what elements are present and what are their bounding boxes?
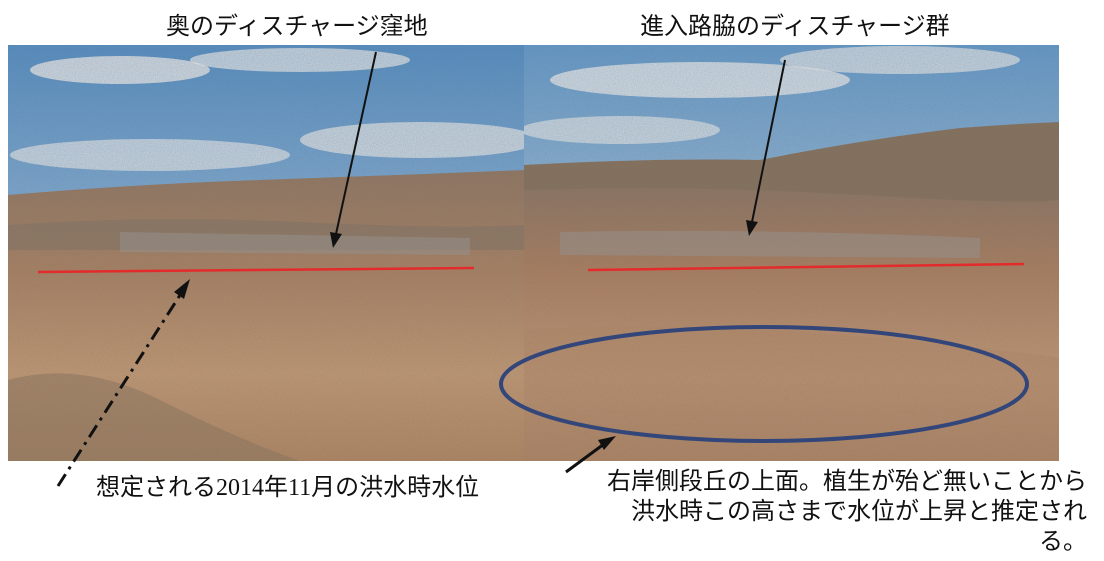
label-access-road-discharges: 進入路脇のディスチャージ群 — [640, 14, 950, 40]
arrow-to-access-road-discharges — [746, 59, 786, 236]
arrow-to-back-discharge-depression — [330, 51, 377, 248]
terrace-surface-ellipse — [499, 325, 1029, 443]
right-panorama-photo — [524, 45, 1059, 461]
caption-right-bank-terrace: 右岸側段丘の上面。植生が殆ど無いことから 洪水時この高さまで水位が上昇と推定され… — [572, 467, 1087, 557]
arrow-to-terrace-surface — [565, 436, 616, 474]
left-panorama-photo — [8, 45, 524, 461]
caption-terrace-line-1: 右岸側段丘の上面。植生が殆ど無いことから — [607, 469, 1087, 495]
flood-level-line-left — [37, 266, 475, 274]
arrow-to-flood-level-line — [56, 279, 190, 487]
caption-terrace-line-2: 洪水時この高さまで水位が上昇と推定され — [631, 499, 1087, 525]
caption-terrace-line-3: る。 — [1039, 529, 1087, 555]
caption-assumed-flood-level: 想定される2014年11月の洪水時水位 — [96, 475, 480, 501]
label-back-discharge-depression: 奥のディスチャージ窪地 — [166, 14, 428, 40]
flood-level-line-right — [587, 262, 1025, 272]
